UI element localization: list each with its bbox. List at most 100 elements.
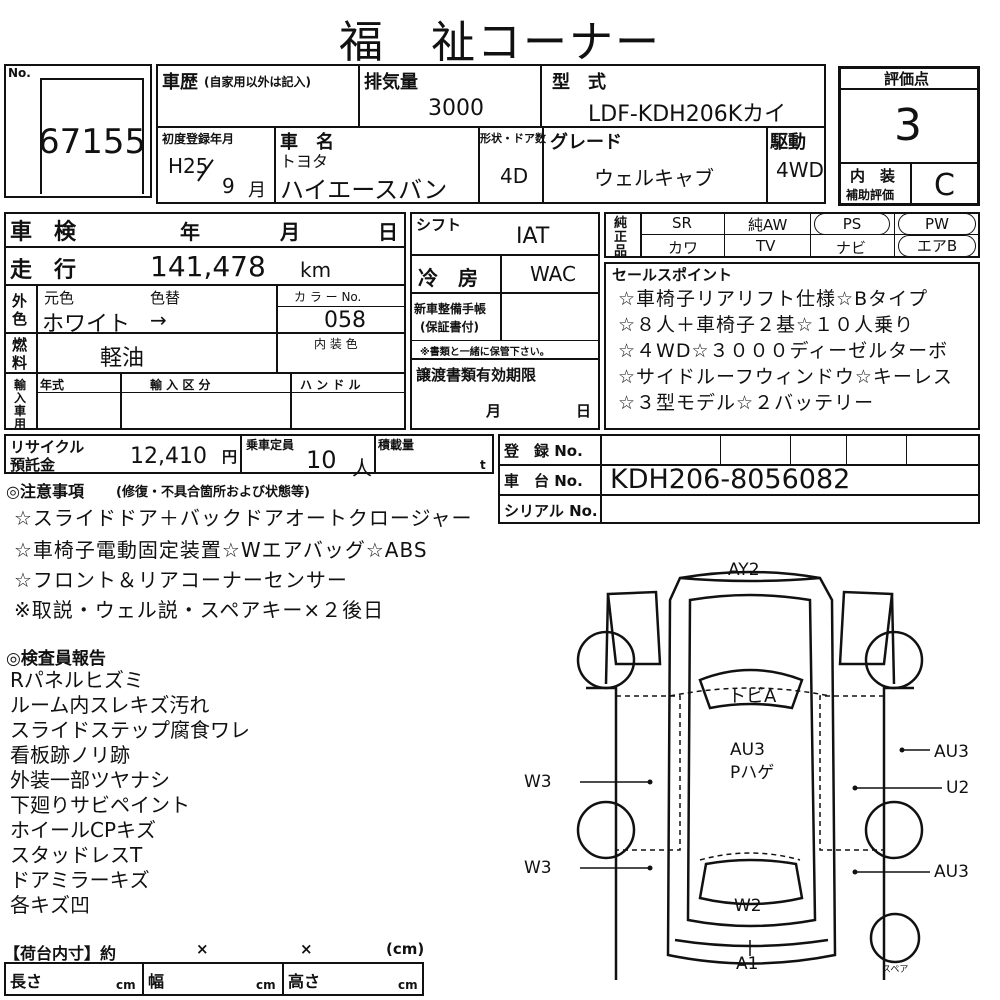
cargo-grid bbox=[4, 962, 424, 996]
sales-point-line: ☆８人＋車椅子２基☆１０人乗り bbox=[618, 314, 915, 336]
cargo-length-label: 長さ bbox=[10, 972, 43, 991]
lot-number: 67155 bbox=[38, 122, 147, 162]
cargo-width-unit: cm bbox=[256, 978, 276, 992]
fuel-side-1: 燃 bbox=[12, 336, 28, 354]
vehicle-info-grid bbox=[4, 212, 406, 430]
inspector-line: 下廻りサビペイント bbox=[10, 793, 190, 817]
mileage-label: 走 行 bbox=[10, 258, 77, 283]
chassis-number: KDH206-8056082 bbox=[610, 464, 851, 495]
score-value: 3 bbox=[894, 100, 922, 151]
cargo-height-label: 高さ bbox=[288, 972, 321, 991]
genuine-side-1: 純 bbox=[614, 216, 628, 231]
import-side-3: 車 bbox=[14, 404, 27, 418]
inspector-line: 外装一部ツヤナシ bbox=[10, 768, 170, 792]
mileage-value: 141,478 bbox=[150, 250, 266, 283]
car-name: ハイエースバン bbox=[280, 176, 448, 204]
inspector-line: ドアミラーキズ bbox=[10, 868, 150, 892]
genuine-side-2: 正 bbox=[614, 230, 628, 245]
sales-point-line: ☆サイドルーフウィンドウ☆キーレス bbox=[618, 366, 953, 388]
mileage-unit: km bbox=[300, 258, 332, 282]
first-reg-month-unit: 月 bbox=[248, 180, 266, 201]
transfer-label: 譲渡書類有効期限 bbox=[416, 366, 537, 384]
lot-label: No. bbox=[8, 66, 31, 80]
manual-label-2: (保証書付) bbox=[420, 320, 479, 334]
ac-label: 冷 房 bbox=[418, 266, 478, 290]
page-title: 福 祉コーナー bbox=[339, 17, 661, 68]
import-class-label: 輸 入 区 分 bbox=[150, 378, 211, 392]
damage-spare: スペア bbox=[882, 965, 909, 975]
damage-au3-center: AU3 bbox=[730, 740, 765, 760]
color-value: ホワイト bbox=[42, 312, 131, 337]
note-line: ☆車椅子電動固定装置☆Wエアバッグ☆ABS bbox=[14, 538, 428, 562]
import-year-label: 年式 bbox=[40, 378, 65, 392]
equip-aw: 純AW bbox=[748, 216, 788, 234]
first-reg-month: 9 bbox=[222, 174, 235, 198]
recycle-label-1: リサイクル bbox=[10, 438, 85, 456]
inspector-line: スライドステップ腐食ワレ bbox=[10, 718, 250, 742]
fuel-value: 軽油 bbox=[100, 346, 145, 371]
sales-point-line: ☆４WD☆３０００ディーゼルターボ bbox=[618, 340, 949, 362]
damage-u2: U2 bbox=[946, 778, 970, 798]
header-grid bbox=[156, 64, 826, 204]
body-doors-label: 形状・ドア数 bbox=[480, 132, 546, 145]
manual-note: ※書類と一緒に保管下さい。 bbox=[420, 347, 550, 358]
sales-points-label: セールスポイント bbox=[612, 266, 733, 284]
interior-label-2: 補助評価 bbox=[846, 188, 895, 202]
grade-value: ウェルキャブ bbox=[594, 166, 714, 190]
damage-ay2: AY2 bbox=[728, 560, 760, 580]
damage-a1: A1 bbox=[736, 954, 759, 974]
cargo-times-2: × bbox=[300, 940, 313, 958]
cargo-length-unit: cm bbox=[116, 978, 136, 992]
model-value: LDF-KDH206Kカイ bbox=[588, 102, 787, 127]
car-name-label: 車 名 bbox=[280, 132, 334, 153]
serial-label: シリアル No. bbox=[504, 502, 598, 520]
drive-label: 駆動 bbox=[770, 132, 806, 153]
load-unit: t bbox=[480, 458, 486, 472]
color-orig-label: 元色 bbox=[44, 289, 75, 307]
grade-label: グレード bbox=[550, 132, 622, 153]
equip-navi: ナビ bbox=[836, 239, 867, 257]
recycle-grid bbox=[4, 434, 494, 474]
load-label: 積載量 bbox=[378, 438, 415, 452]
inspector-line: スタッドレスT bbox=[10, 843, 143, 867]
inspection-label: 車 検 bbox=[10, 220, 77, 245]
cargo-width-label: 幅 bbox=[148, 972, 165, 991]
registration-label: 登 録 No. bbox=[504, 442, 583, 460]
equip-sr: SR bbox=[672, 214, 692, 232]
inspector-line: Rパネルヒズミ bbox=[10, 668, 144, 692]
color-arrow: → bbox=[150, 308, 167, 332]
import-side-2: 入 bbox=[14, 391, 27, 405]
inspector-line: 各キズ凹 bbox=[10, 893, 90, 917]
note-line: ☆フロント＆リアコーナーセンサー bbox=[14, 568, 348, 592]
color-side-1: 外 bbox=[12, 292, 28, 310]
capacity-value: 10 bbox=[306, 446, 337, 474]
inspector-line: ホイールCPキズ bbox=[10, 818, 157, 842]
equip-tv: TV bbox=[756, 237, 776, 255]
vehicle-damage-diagram bbox=[576, 570, 942, 980]
genuine-side-3: 品 bbox=[614, 244, 628, 259]
note-line: ☆スライドドア＋バックドアオートクロージャー bbox=[14, 506, 473, 530]
damage-au3-right-top: AU3 bbox=[934, 742, 969, 762]
inspection-year: 年 bbox=[180, 220, 200, 244]
cargo-label: 【荷台内寸】約 bbox=[4, 944, 117, 963]
notes-header: ◎注意事項 bbox=[6, 482, 84, 501]
history-note: (自家用以外は記入) bbox=[204, 75, 311, 89]
fuel-side-2: 料 bbox=[12, 354, 28, 372]
sales-points-box bbox=[604, 262, 980, 430]
notes-header-sub: (修復・不具合箇所および状態等) bbox=[116, 485, 310, 500]
manual-label-1: 新車整備手帳 bbox=[414, 302, 487, 316]
cargo-unit: (cm) bbox=[386, 940, 425, 958]
lot-box bbox=[4, 64, 152, 198]
interior-label-1: 内 装 bbox=[850, 167, 896, 185]
inspector-line: ルーム内スレキズ汚れ bbox=[10, 693, 210, 717]
color-code-label: カ ラ ー No. bbox=[294, 290, 362, 304]
transfer-day: 日 bbox=[576, 402, 592, 420]
shift-value: IAT bbox=[516, 224, 550, 249]
cargo-times-1: × bbox=[196, 940, 209, 958]
car-maker: トヨタ bbox=[280, 152, 329, 171]
model-label: 型 式 bbox=[552, 72, 606, 93]
color-side-2: 色 bbox=[12, 310, 28, 328]
color-change-label: 色替 bbox=[150, 289, 181, 307]
capacity-unit: 人 bbox=[352, 456, 372, 480]
body-doors-value: 4D bbox=[500, 164, 529, 188]
